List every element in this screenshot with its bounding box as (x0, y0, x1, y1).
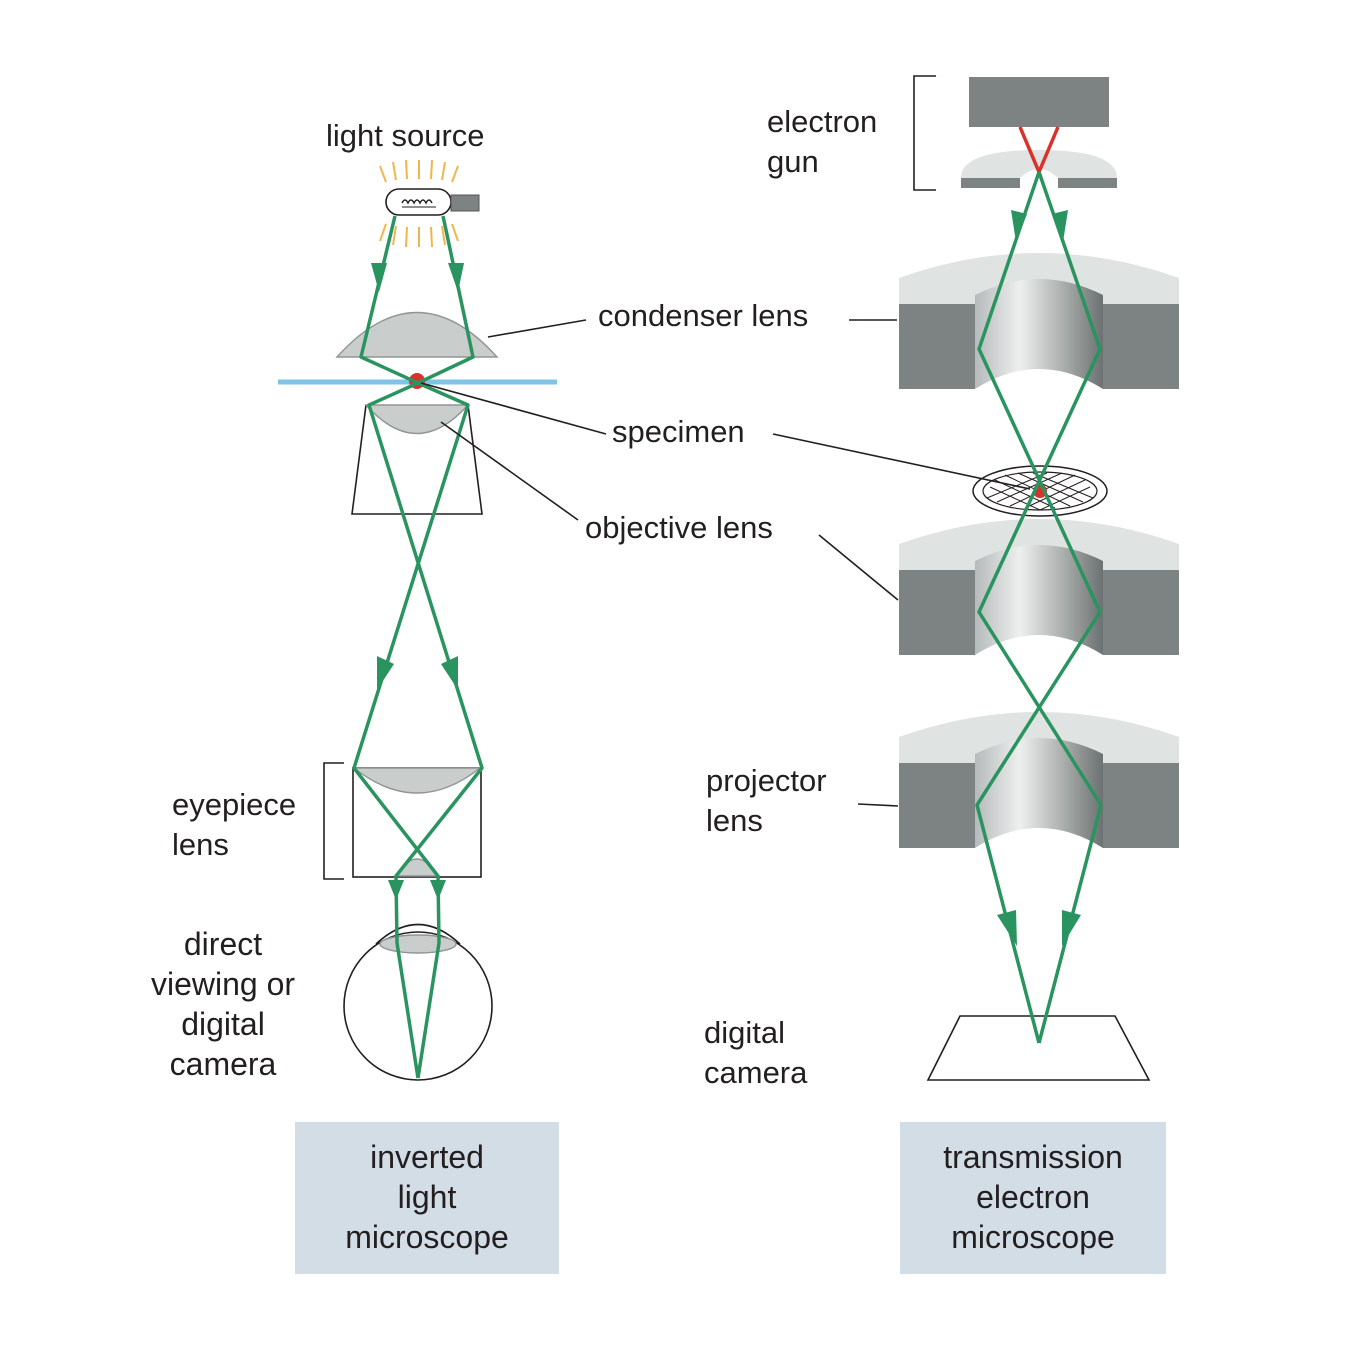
light-rays (352, 215, 484, 1079)
label-eyepiece-line2: lens (172, 827, 229, 862)
label-projector-line1: projector (706, 763, 827, 798)
label-eyepiece-line1: eyepiece (172, 787, 296, 822)
caption-light-line2: light (398, 1179, 457, 1215)
caption-light-microscope: inverted light microscope (295, 1122, 559, 1274)
label-viewing-line3: digital (181, 1006, 265, 1042)
eyepiece-upper-lens (351, 767, 483, 794)
light-bulb-icon (379, 159, 480, 248)
label-electron-gun-line1: electron (767, 104, 877, 139)
label-viewing-line4: camera (170, 1046, 277, 1082)
leader-lines (420, 319, 1031, 807)
label-viewing-line1: direct (184, 926, 262, 962)
label-projector-line2: lens (706, 803, 763, 838)
label-objective-lens: objective lens (585, 510, 773, 545)
label-em-camera-line1: digital (704, 1015, 785, 1050)
label-light-source: light source (326, 118, 485, 153)
em-objective-lens (899, 519, 1179, 655)
electron-microscope (899, 75, 1179, 1081)
label-em-camera-line2: camera (704, 1055, 808, 1090)
objective-lens (364, 404, 470, 435)
label-condenser-lens: condenser lens (598, 298, 808, 333)
objective-lens-housing (351, 404, 483, 515)
eye (343, 931, 493, 1081)
electron-rays (975, 171, 1103, 1044)
label-electron-gun-line2: gun (767, 144, 819, 179)
caption-em-line3: microscope (951, 1219, 1115, 1255)
em-projector-lens (899, 712, 1179, 848)
electron-gun-bracket (913, 75, 936, 191)
electron-gun (913, 75, 1117, 191)
specimen-grid (972, 465, 1108, 517)
electron-gun-cathode (969, 77, 1109, 127)
eye-cornea (375, 923, 461, 945)
eyepiece-bracket (323, 762, 344, 880)
condenser-lens (335, 311, 499, 358)
caption-light-line3: microscope (345, 1219, 509, 1255)
eye-lens (379, 934, 457, 954)
label-specimen: specimen (612, 414, 745, 449)
caption-em-line1: transmission (943, 1139, 1123, 1175)
light-microscope (278, 159, 557, 1081)
em-camera-screen (926, 1015, 1151, 1081)
caption-light-line1: inverted (370, 1139, 484, 1175)
caption-em-line2: electron (976, 1179, 1090, 1215)
electron-gun-anode (961, 150, 1117, 178)
caption-electron-microscope: transmission electron microscope (900, 1122, 1166, 1274)
em-condenser-lens (899, 253, 1179, 389)
label-viewing-line2: viewing or (151, 966, 295, 1002)
